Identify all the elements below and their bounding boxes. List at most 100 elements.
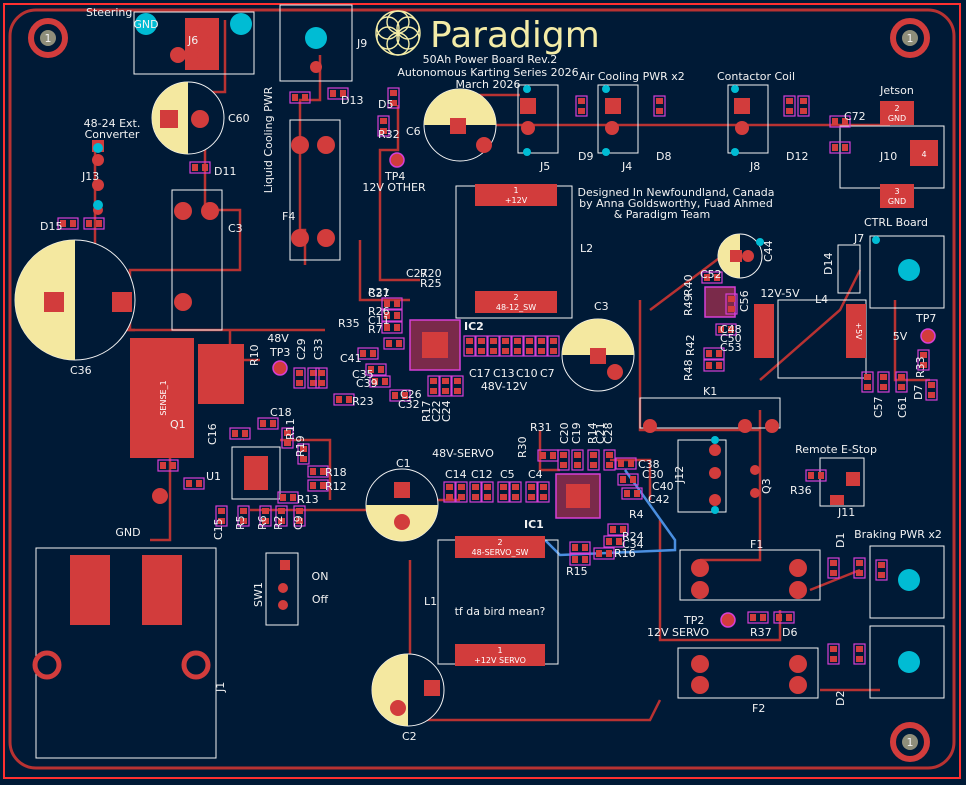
svg-text:TP3: TP3 xyxy=(269,346,290,359)
svg-text:Off: Off xyxy=(312,593,329,606)
l2-pad-2 xyxy=(475,291,557,313)
svg-text:D12: D12 xyxy=(786,150,808,163)
svg-text:TP2: TP2 xyxy=(683,614,704,627)
svg-text:C15: C15 xyxy=(212,518,225,540)
svg-text:48V-SERVO: 48V-SERVO xyxy=(432,447,494,460)
board-copper-border xyxy=(8,8,956,770)
svg-text:C18: C18 xyxy=(270,406,292,419)
mounting-hole-tr xyxy=(890,18,930,58)
edge-cuts xyxy=(3,3,961,779)
svg-text:R36: R36 xyxy=(790,484,812,497)
svg-text:Autonomous Karting Series 2026: Autonomous Karting Series 2026 xyxy=(397,66,578,79)
svg-text:C41: C41 xyxy=(340,352,362,365)
svg-text:ON: ON xyxy=(312,570,329,583)
svg-text:J8: J8 xyxy=(749,160,760,173)
cap-c1 xyxy=(365,468,439,542)
svg-text:Braking PWR x2: Braking PWR x2 xyxy=(854,528,942,541)
paradigm-logo xyxy=(375,10,421,56)
svg-text:1: 1 xyxy=(907,32,914,45)
l4-pad-2 xyxy=(846,304,866,358)
svg-text:C28: C28 xyxy=(602,422,615,444)
svg-text:C3: C3 xyxy=(228,222,243,235)
svg-text:J13: J13 xyxy=(81,170,99,183)
svg-text:GND: GND xyxy=(888,114,906,123)
svg-text:J6: J6 xyxy=(187,34,198,47)
svg-text:R35: R35 xyxy=(338,317,360,330)
svg-text:C52: C52 xyxy=(700,268,722,281)
svg-text:C26: C26 xyxy=(400,388,422,401)
svg-text:J10: J10 xyxy=(879,150,897,163)
svg-text:R17: R17 xyxy=(420,400,433,422)
svg-text:& Paradigm Team: & Paradigm Team xyxy=(614,208,711,221)
svg-text:C40: C40 xyxy=(652,480,674,493)
svg-text:D15: D15 xyxy=(40,220,62,233)
svg-text:C29: C29 xyxy=(295,338,308,360)
svg-text:GND: GND xyxy=(888,197,906,206)
svg-text:R26: R26 xyxy=(368,305,390,318)
svg-text:C14: C14 xyxy=(445,468,467,481)
svg-text:C16: C16 xyxy=(206,423,219,445)
svg-text:IC2: IC2 xyxy=(464,320,484,333)
svg-text:C36: C36 xyxy=(70,364,92,377)
svg-text:4: 4 xyxy=(921,150,926,159)
svg-text:F2: F2 xyxy=(752,702,765,715)
svg-text:J1: J1 xyxy=(214,682,227,693)
svg-text:R16: R16 xyxy=(614,547,636,560)
svg-text:C21: C21 xyxy=(594,422,607,444)
svg-text:Air Cooling PWR x2: Air Cooling PWR x2 xyxy=(579,70,684,83)
svg-text:48V-12V: 48V-12V xyxy=(481,380,528,393)
svg-text:R48: R48 xyxy=(682,359,695,381)
svg-text:R24: R24 xyxy=(622,530,644,543)
svg-text:F1: F1 xyxy=(750,538,763,551)
svg-text:R13: R13 xyxy=(297,493,319,506)
svg-text:J9: J9 xyxy=(356,37,367,50)
svg-text:C33: C33 xyxy=(312,338,325,360)
svg-text:R19: R19 xyxy=(294,435,307,457)
svg-text:R30: R30 xyxy=(516,436,529,458)
svg-text:C7: C7 xyxy=(540,367,555,380)
svg-text:C4: C4 xyxy=(528,468,543,481)
svg-text:U1: U1 xyxy=(206,470,221,483)
svg-text:50Ah Power Board Rev.2: 50Ah Power Board Rev.2 xyxy=(423,53,558,66)
svg-text:R2: R2 xyxy=(272,515,285,530)
svg-text:D9: D9 xyxy=(578,150,593,163)
svg-text:C6: C6 xyxy=(406,125,421,138)
svg-text:C35: C35 xyxy=(352,368,374,381)
svg-text:R20: R20 xyxy=(420,267,442,280)
svg-text:C44: C44 xyxy=(762,240,775,262)
svg-text:C72: C72 xyxy=(844,110,866,123)
svg-text:R11: R11 xyxy=(284,418,297,440)
l2-pad-1 xyxy=(475,184,557,206)
svg-text:Q1: Q1 xyxy=(170,418,186,431)
svg-text:C5: C5 xyxy=(500,468,515,481)
svg-text:3: 3 xyxy=(894,187,899,196)
svg-text:IC1: IC1 xyxy=(524,518,544,531)
smd-passives xyxy=(57,87,938,665)
brand-name: Paradigm xyxy=(430,15,600,56)
svg-text:R7: R7 xyxy=(368,323,383,336)
svg-text:D5: D5 xyxy=(378,98,393,111)
svg-text:C2: C2 xyxy=(402,730,417,743)
svg-text:tf da bird mean?: tf da bird mean? xyxy=(455,605,546,618)
svg-text:Jetson: Jetson xyxy=(879,84,914,97)
svg-text:48-12_SW: 48-12_SW xyxy=(496,303,536,312)
svg-text:L2: L2 xyxy=(580,242,593,255)
svg-text:5V: 5V xyxy=(893,330,908,343)
svg-text:1: 1 xyxy=(513,186,518,195)
svg-text:C56: C56 xyxy=(738,290,751,312)
svg-text:J4: J4 xyxy=(621,160,632,173)
svg-text:C60: C60 xyxy=(228,112,250,125)
svg-text:C61: C61 xyxy=(896,396,909,418)
svg-text:R18: R18 xyxy=(325,466,347,479)
svg-text:Steering: Steering xyxy=(86,6,132,19)
refdes-labels: J6 J9 C60 D13 D5 R32 C6 TP4 J5 D9 J4 D8 … xyxy=(40,34,936,743)
svg-text:C3: C3 xyxy=(594,300,609,313)
svg-text:J5: J5 xyxy=(539,160,550,173)
svg-text:D11: D11 xyxy=(214,165,236,178)
mounting-hole-tl xyxy=(28,18,68,58)
svg-text:C34: C34 xyxy=(622,538,644,551)
svg-text:Converter: Converter xyxy=(85,128,140,141)
svg-text:12V SERVO: 12V SERVO xyxy=(647,626,709,639)
svg-text:C42: C42 xyxy=(648,493,670,506)
